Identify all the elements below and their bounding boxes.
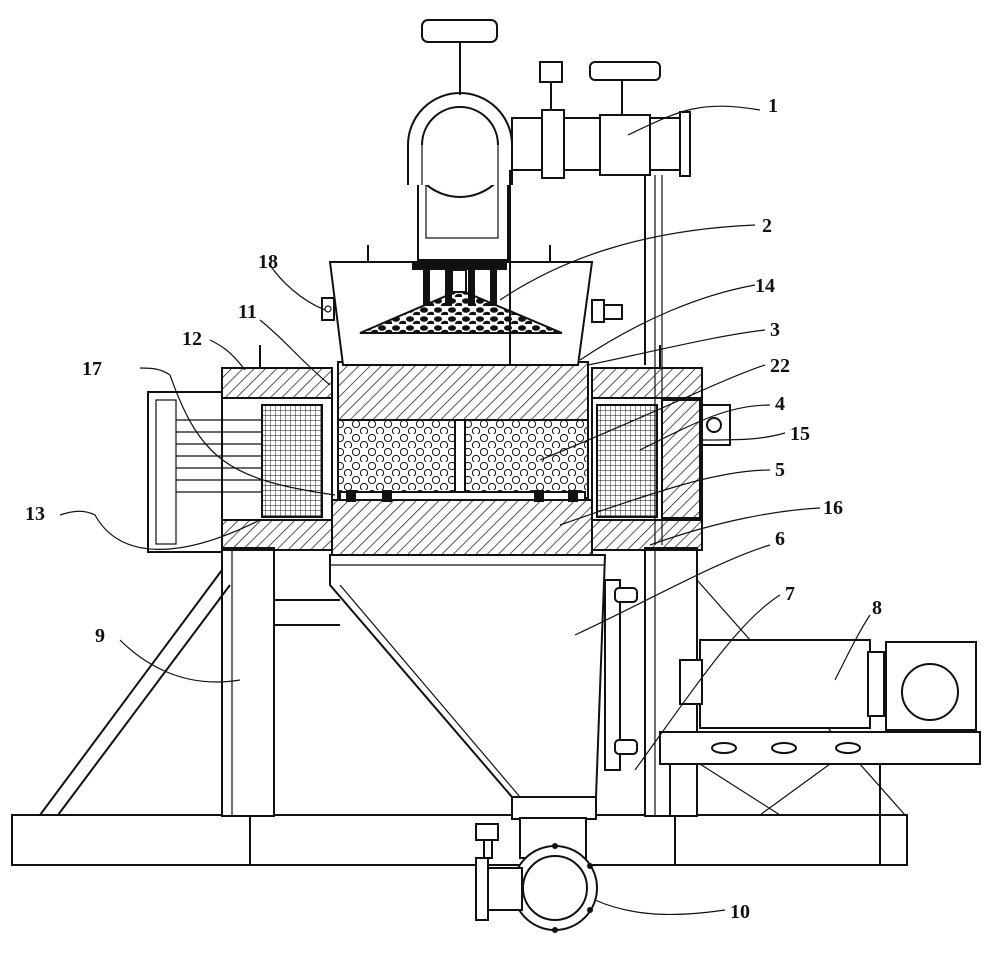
heater-block xyxy=(147,391,262,553)
label-9: 9 xyxy=(95,625,105,647)
label-11: 11 xyxy=(238,301,257,323)
label-7: 7 xyxy=(785,583,795,605)
outlet-pipe xyxy=(475,817,598,933)
label-2: 2 xyxy=(762,215,772,237)
label-1: 1 xyxy=(768,95,778,117)
label-22: 22 xyxy=(770,355,790,377)
label-12: 12 xyxy=(182,328,202,350)
inlet-pipe-assembly xyxy=(407,19,691,545)
label-10: 10 xyxy=(730,901,750,923)
label-3: 3 xyxy=(770,319,780,341)
upper-plate xyxy=(221,345,703,421)
label-18: 18 xyxy=(258,251,278,273)
label-14: 14 xyxy=(755,275,775,297)
lower-plate xyxy=(221,499,703,556)
drive-unit xyxy=(659,639,981,816)
hopper xyxy=(329,554,607,820)
label-13: 13 xyxy=(25,503,45,525)
label-5: 5 xyxy=(775,459,785,481)
label-17: 17 xyxy=(82,358,102,380)
leader-lines xyxy=(59,105,871,916)
top-chamber xyxy=(321,245,623,366)
label-16: 16 xyxy=(823,497,843,519)
side-link xyxy=(604,579,638,771)
label-6: 6 xyxy=(775,528,785,550)
label-15: 15 xyxy=(790,423,810,445)
label-4: 4 xyxy=(775,393,785,415)
callout-labels: 1 2 14 3 22 4 15 5 16 6 7 8 9 10 11 12 1… xyxy=(25,95,882,923)
label-8: 8 xyxy=(872,597,882,619)
base-frame xyxy=(11,814,908,866)
filter-chamber xyxy=(221,397,731,521)
